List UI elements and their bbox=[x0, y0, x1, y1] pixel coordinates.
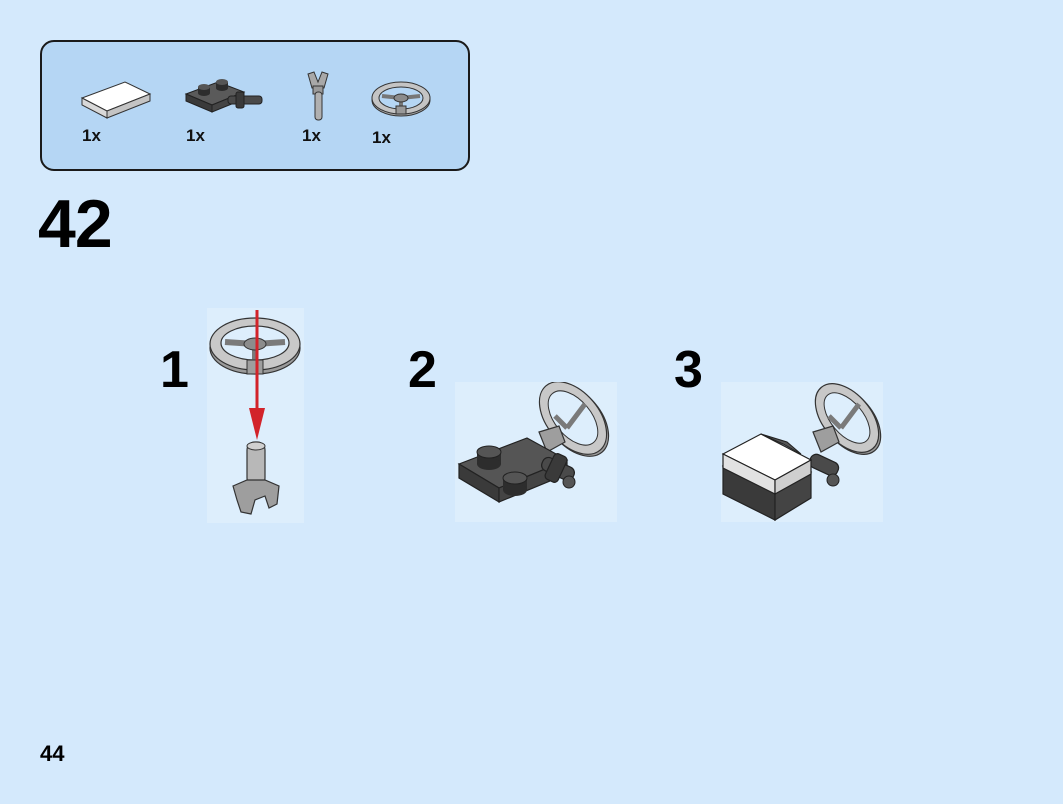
part-steering-wheel: 1x bbox=[370, 76, 435, 148]
part-quantity: 1x bbox=[82, 126, 101, 145]
part-dark-plate: 1x bbox=[184, 72, 269, 148]
part-quantity: 1x bbox=[372, 128, 391, 147]
substep-2-illustration bbox=[455, 382, 617, 522]
part-white-tile: 1x bbox=[80, 78, 160, 148]
substep-3-illustration bbox=[721, 382, 883, 522]
part-quantity: 1x bbox=[302, 126, 321, 145]
white-tile-icon bbox=[80, 81, 152, 119]
steering-wheel-icon bbox=[371, 81, 431, 117]
substep-label-2: 2 bbox=[408, 341, 437, 399]
dark-plate-with-bar-icon bbox=[184, 79, 263, 113]
substep-label-3: 3 bbox=[674, 341, 703, 399]
part-quantity: 1x bbox=[186, 126, 205, 145]
substep-1-illustration bbox=[207, 308, 304, 523]
grey-clip-bar-icon bbox=[307, 71, 329, 121]
substep-label-1: 1 bbox=[160, 341, 189, 399]
page-number: 44 bbox=[40, 741, 65, 766]
part-grey-clip: 1x bbox=[300, 68, 340, 148]
parts-list-box: 1x 1x 1x bbox=[40, 40, 470, 171]
step-number: 42 bbox=[38, 186, 113, 262]
